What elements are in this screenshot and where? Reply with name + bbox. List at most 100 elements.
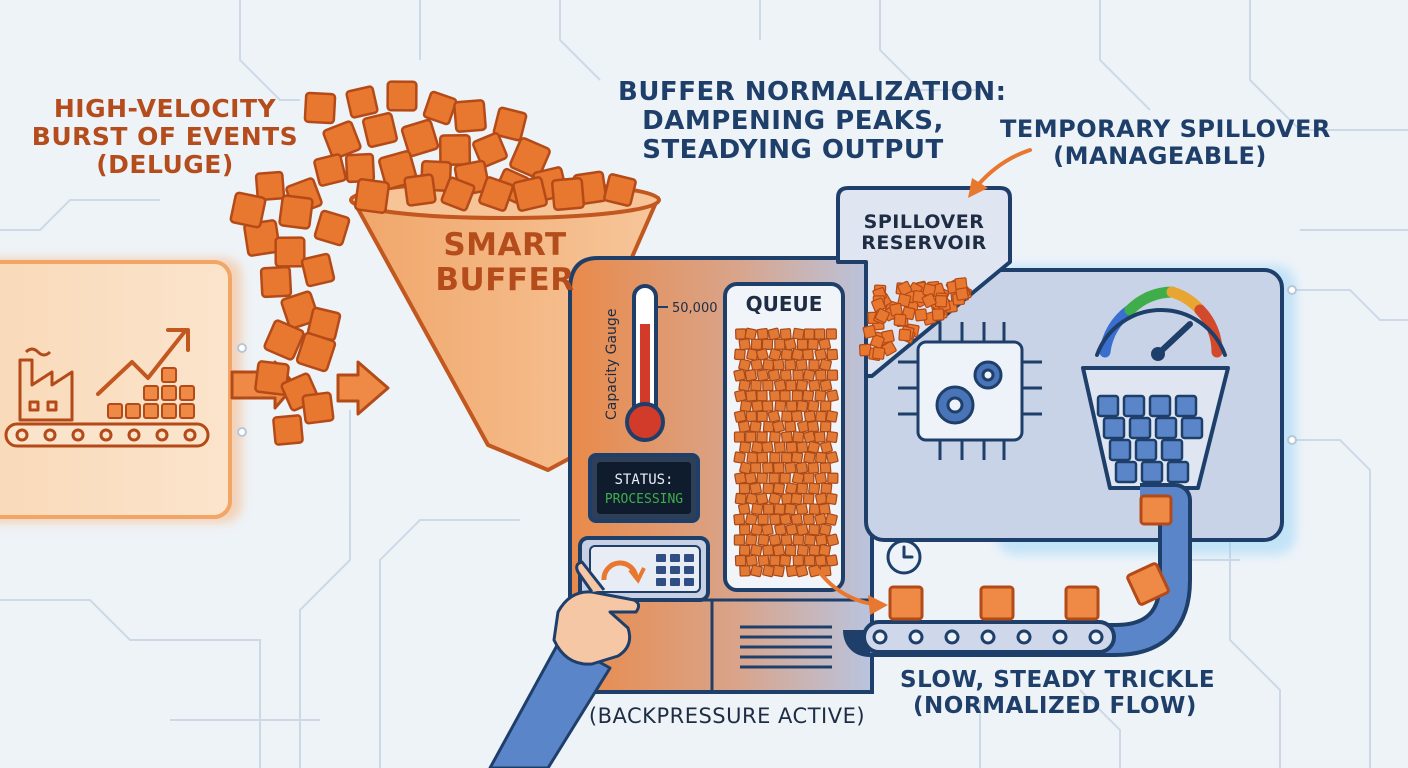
event-cube <box>280 290 320 330</box>
queue-cube <box>756 327 769 341</box>
queue-cube <box>734 554 747 567</box>
output-cube <box>1128 416 1152 440</box>
trickle-line-1: SLOW, STEADY TRICKLE <box>900 667 1216 693</box>
queue-cube <box>746 451 759 464</box>
spill-cube <box>914 308 928 322</box>
queue-cube <box>801 389 815 402</box>
queue-cube <box>802 368 816 382</box>
queue-cube <box>780 348 793 361</box>
spill-cube <box>931 308 945 321</box>
queue-cube <box>733 451 746 464</box>
queue-cube <box>808 544 821 557</box>
queue-cube <box>734 389 747 403</box>
output-cube <box>1102 416 1126 440</box>
queue-cube <box>813 431 826 443</box>
queue-cube <box>780 533 793 547</box>
queue-cube <box>733 410 747 423</box>
status-value: PROCESSING <box>605 492 683 507</box>
queue-cube <box>737 502 751 516</box>
queue-cube <box>779 369 792 382</box>
queue-cube <box>769 513 781 526</box>
queue-cube <box>802 348 814 361</box>
queue-cube <box>803 410 816 423</box>
event-cube <box>403 173 437 207</box>
spill-cube <box>955 287 969 301</box>
queue-cube <box>737 420 751 433</box>
queue-cube <box>791 471 805 485</box>
queue-cube <box>819 400 832 412</box>
queue-cube <box>796 338 809 350</box>
event-source-panel <box>0 258 242 523</box>
gears-chip-icon <box>898 322 1042 460</box>
queue-cube <box>825 430 839 444</box>
event-cube <box>345 85 379 119</box>
queue-cube <box>820 482 833 495</box>
event-cube <box>400 118 440 158</box>
spill-cube <box>872 346 886 360</box>
queue-cube <box>751 400 764 413</box>
backpressure-label: (BACKPRESSURE ACTIVE) <box>588 704 866 728</box>
queue-cube <box>755 348 769 362</box>
queue-cube <box>761 523 774 536</box>
queue-cube <box>738 379 751 392</box>
queue-cube <box>750 462 762 474</box>
spill-cube <box>897 293 912 308</box>
queue-cube <box>785 523 799 537</box>
queue-cube <box>738 482 751 495</box>
event-cube <box>422 90 458 126</box>
queue-cube <box>791 390 804 402</box>
queue-cube <box>826 389 839 403</box>
queue-cube <box>825 410 839 423</box>
queue-cube <box>772 462 785 474</box>
queue-cube <box>785 379 797 392</box>
queue-cube <box>819 523 832 537</box>
queue-cube <box>792 534 805 546</box>
queue-cube <box>744 327 757 341</box>
queue-cube <box>734 472 747 485</box>
queue-cube <box>767 368 781 382</box>
queue-cube <box>802 430 816 444</box>
deluge-line-3: (DELUGE) <box>96 150 234 179</box>
trickle-label: SLOW, STEADY TRICKLE (NORMALIZED FLOW) <box>900 667 1216 720</box>
output-conveyor <box>843 483 1192 657</box>
status-label: STATUS: <box>614 472 673 488</box>
queue-cube <box>806 420 820 433</box>
queue-cube <box>733 348 746 361</box>
trickle-cubes <box>888 494 1173 621</box>
event-cube <box>263 319 305 361</box>
queue-cube <box>745 431 757 443</box>
event-cubes-burst <box>229 80 637 446</box>
queue-cube <box>827 472 839 484</box>
queue-cube <box>814 369 827 382</box>
queue-cube <box>744 471 757 485</box>
event-cube <box>440 176 476 212</box>
event-cube <box>386 80 418 112</box>
queue-cube <box>780 431 793 443</box>
queue-cube <box>815 451 827 464</box>
deluge-line-1: HIGH-VELOCITY <box>53 94 277 123</box>
event-cube <box>303 91 337 125</box>
queue-cube <box>773 379 787 392</box>
queue-cube <box>756 431 768 443</box>
queue-cube <box>750 358 763 372</box>
queue-cube <box>808 359 820 371</box>
queue-cube <box>733 368 747 382</box>
queue-cube <box>795 461 809 475</box>
queue-cube <box>739 461 753 475</box>
queue-cube <box>779 472 791 484</box>
queue-cube <box>826 533 839 547</box>
funnel-line-2: BUFFER <box>435 261 575 298</box>
queue-cube <box>792 327 805 341</box>
queue-cube <box>744 368 758 382</box>
queue-cube <box>819 379 833 392</box>
output-cube <box>1154 416 1178 440</box>
queue-cube <box>769 451 781 464</box>
queue-cube <box>803 472 815 484</box>
reservoir-line-2: RESERVOIR <box>861 232 987 255</box>
funnel-label: SMART BUFFER <box>410 228 600 297</box>
queue-cube <box>796 544 810 557</box>
queue-cube <box>785 400 798 412</box>
reservoir-label: SPILLOVER RESERVOIR <box>838 211 1010 255</box>
queue-cube <box>750 379 762 392</box>
event-cube <box>512 176 548 212</box>
